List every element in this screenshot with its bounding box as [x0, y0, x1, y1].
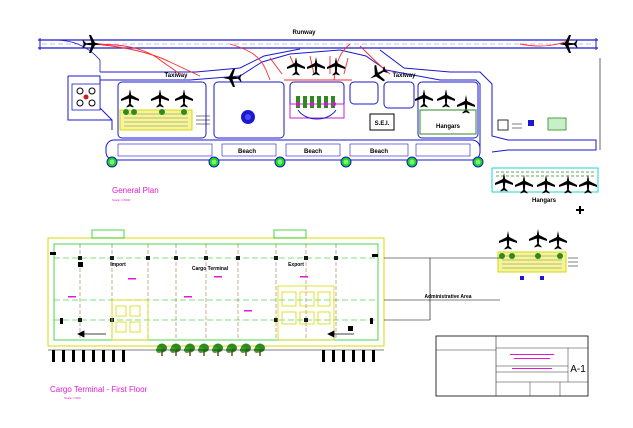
control-tower — [241, 110, 255, 124]
airplane-icon — [121, 89, 139, 108]
cargo-terminal-scale: Scale: 1:500 — [64, 396, 81, 400]
side-hangars: Hangars — [491, 167, 599, 214]
airplane-icon — [307, 57, 325, 76]
hangars-side-label: Hangars — [532, 198, 557, 204]
cargo-terminal-plan: Import Cargo Terminal Export Administrat… — [47, 229, 500, 400]
sei-building: S.E.I. — [369, 113, 395, 131]
taxiway-left-label: Taxiway — [165, 73, 189, 79]
airplane-icon — [579, 175, 597, 194]
cargo-terminal-title: Cargo Terminal - First Floor — [50, 385, 148, 394]
right-service-buildings — [497, 117, 567, 131]
sei-label: S.E.I. — [375, 121, 390, 127]
airplane-icons — [82, 35, 578, 114]
terminal-building-left — [119, 109, 210, 131]
runway — [38, 38, 598, 50]
airplane-icon — [499, 231, 517, 250]
beach-label-2: Beach — [304, 149, 322, 155]
general-plan-scale: Scale: 1:5000 — [112, 198, 131, 202]
import-label: Import — [110, 262, 126, 268]
airplane-icon — [457, 95, 475, 114]
export-label: Export — [288, 262, 304, 268]
airplane-icon — [151, 89, 169, 108]
sheet-number: A-1 — [570, 364, 586, 375]
airplane-icon — [287, 57, 305, 76]
airplane-icon — [82, 35, 101, 53]
taxiway-right-label: Taxiway — [393, 73, 417, 79]
general-plan-title: General Plan — [112, 186, 159, 195]
airplane-icon — [437, 89, 455, 108]
administrative-area-building — [497, 229, 578, 280]
airplane-icon — [529, 229, 547, 248]
airplane-icon — [559, 35, 578, 53]
airplane-icon — [515, 175, 533, 194]
administrative-area-label: Administrative Area — [424, 294, 471, 300]
helipad — [71, 83, 101, 111]
taxi-guide-lines — [83, 39, 571, 81]
beach-label-3: Beach — [370, 149, 388, 155]
beach-label-1: Beach — [238, 149, 256, 155]
hangars-building: Hangars — [419, 109, 477, 135]
taxiway-link-left — [40, 39, 101, 72]
beach-apron: Beach Beach Beach — [105, 139, 484, 168]
runway-label: Runway — [292, 30, 316, 36]
airplane-icon — [537, 175, 555, 194]
airplane-icon — [559, 175, 577, 194]
airplane-icon — [549, 231, 567, 250]
hangars-main-label: Hangars — [436, 124, 461, 130]
general-plan: S.E.I. Hangars Beach — [38, 30, 601, 202]
title-block: A-1 — [435, 335, 589, 397]
central-garden — [289, 96, 345, 120]
airplane-icon — [175, 89, 193, 108]
airplane-icon — [223, 69, 242, 87]
cargo-terminal-label: Cargo Terminal — [192, 266, 229, 272]
